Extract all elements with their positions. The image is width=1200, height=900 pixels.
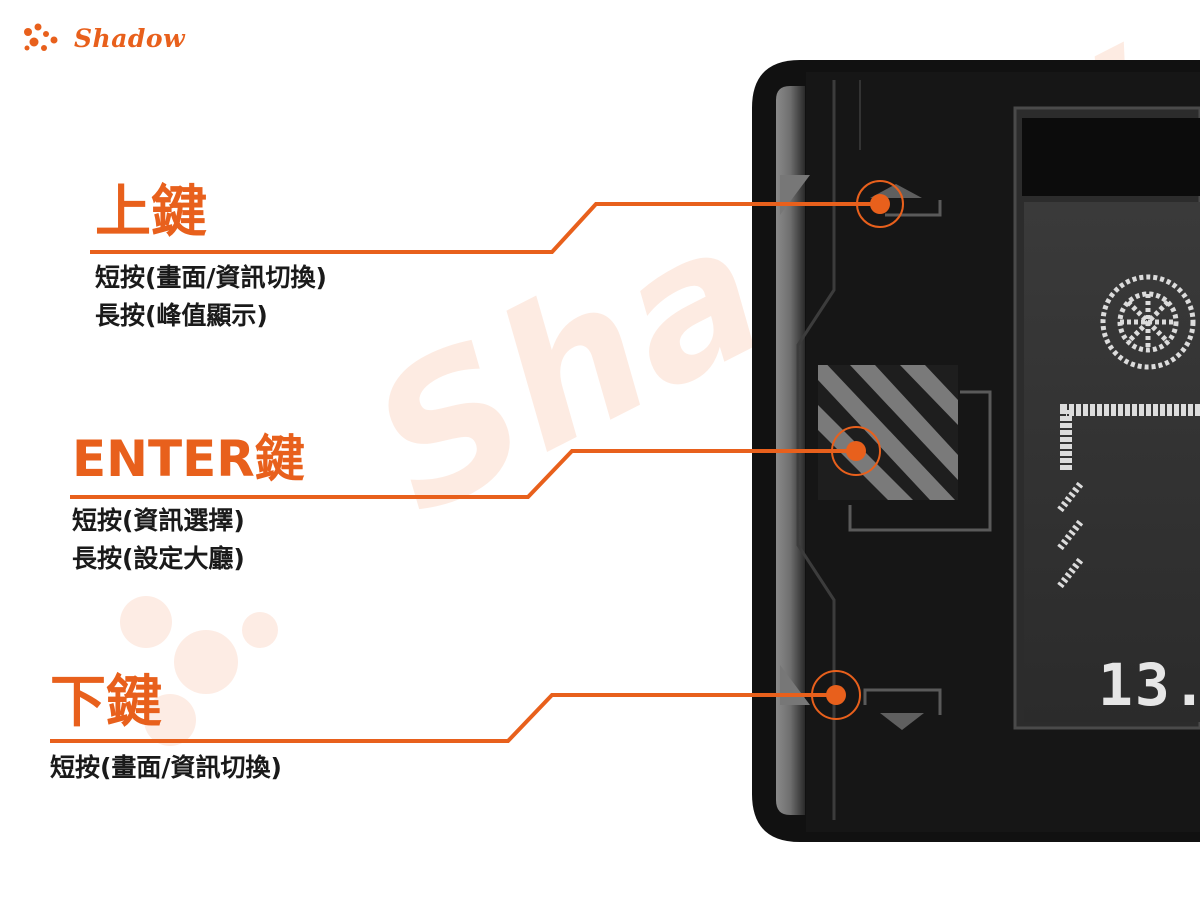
- enter-key-line-2: 長按(設定大廳): [72, 544, 245, 573]
- leader-line-up: [90, 180, 904, 254]
- brand-name: Shadow: [74, 24, 186, 53]
- up-key-title: 上鍵: [95, 180, 207, 245]
- leader-line-down: [50, 670, 861, 743]
- lcd-screen: [1013, 106, 1200, 730]
- enter-key-label: ENTER鍵 短按(資訊選擇) 長按(設定大廳): [72, 434, 305, 578]
- down-key-label: 下鍵 短按(畫面/資訊切換): [50, 675, 282, 787]
- enter-key-line-1: 短按(資訊選擇): [72, 506, 245, 535]
- leader-line-enter: [70, 426, 881, 499]
- up-key-line-1: 短按(畫面/資訊切換): [95, 263, 327, 292]
- up-key-label: 上鍵 短按(畫面/資訊切換) 長按(峰值顯示): [95, 185, 327, 335]
- logo-mark-icon: [24, 23, 58, 51]
- brand-logo: Shadow: [22, 22, 222, 56]
- down-arrow-icon[interactable]: [863, 688, 942, 730]
- down-key-line-1: 短按(畫面/資訊切換): [50, 753, 282, 782]
- screen-reading: 13.4: [1098, 651, 1200, 719]
- enter-key-title: ENTER鍵: [72, 430, 305, 488]
- up-key-line-2: 長按(峰值顯示): [95, 301, 268, 330]
- down-key-title: 下鍵: [50, 670, 162, 735]
- gauge-icon: [1100, 274, 1196, 370]
